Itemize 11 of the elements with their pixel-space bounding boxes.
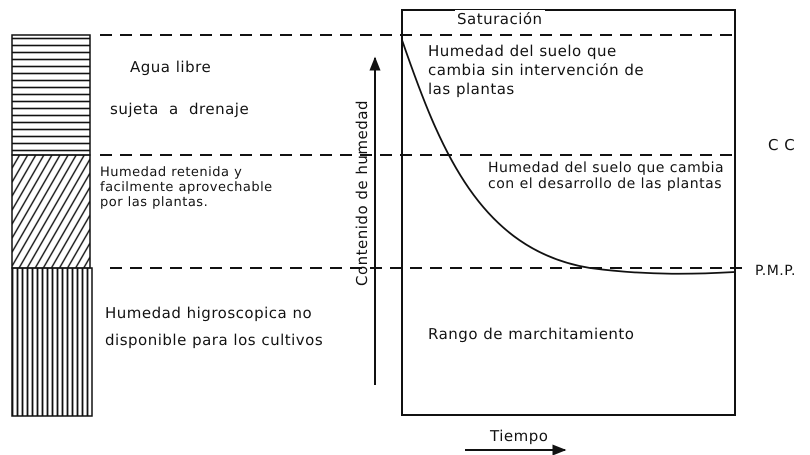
axis-label: Contenido de humedad (353, 100, 372, 286)
zone-label: Humedad retenida y facilmente aprovechable por las plantas. (100, 165, 274, 210)
zone-label: Agua libre (130, 58, 212, 77)
axis-label: Tiempo (490, 427, 550, 446)
level-label: C C (768, 136, 796, 155)
region-label: Rango de marchitamiento (428, 325, 636, 344)
region-label: Humedad del suelo que cambia con el desarrollo de las plantas (488, 160, 726, 192)
region-label: Humedad del suelo que cambia sin intervención de las plantas (428, 42, 646, 99)
level-label: P.M.P. (755, 262, 797, 281)
zone-label: Humedad higroscopica no disponible para los cultivos (105, 303, 324, 351)
zone-label: sujeta a drenaje (110, 100, 250, 119)
